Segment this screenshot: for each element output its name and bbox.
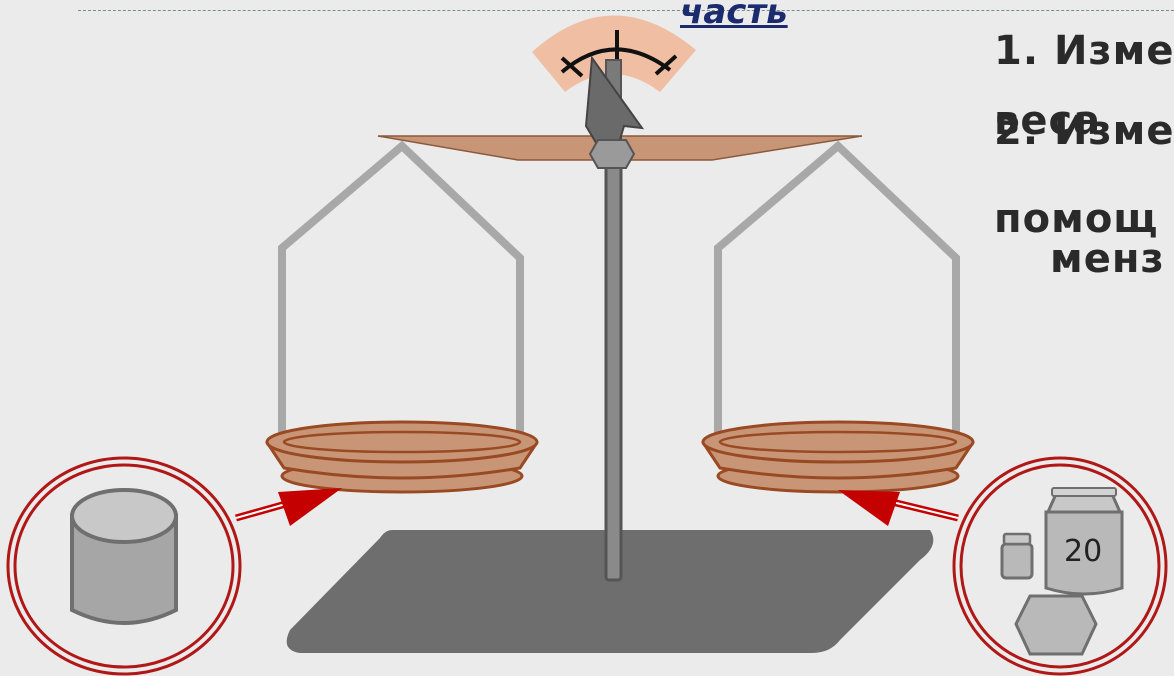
left-pan-hanger: [282, 146, 520, 446]
left-pointer-arrow: [236, 488, 342, 526]
scale-pillar: [606, 148, 621, 580]
weight-value-label: 20: [1064, 534, 1102, 569]
step-2-text: 2. Изме: [994, 108, 1174, 154]
cylinder-icon: [72, 490, 176, 623]
header-dashed-line: [78, 10, 1174, 11]
step-2-continuation-2: менз: [1050, 236, 1165, 282]
left-pan: [267, 422, 537, 492]
weights-set-icon: [1002, 488, 1122, 654]
header-link[interactable]: часть: [680, 0, 788, 32]
right-pan-hanger: [718, 146, 956, 446]
scale-pivot: [590, 140, 634, 168]
right-pan: [703, 422, 973, 492]
step-1-text: 1. Изме: [994, 28, 1174, 74]
right-pointer-arrow: [838, 490, 958, 526]
